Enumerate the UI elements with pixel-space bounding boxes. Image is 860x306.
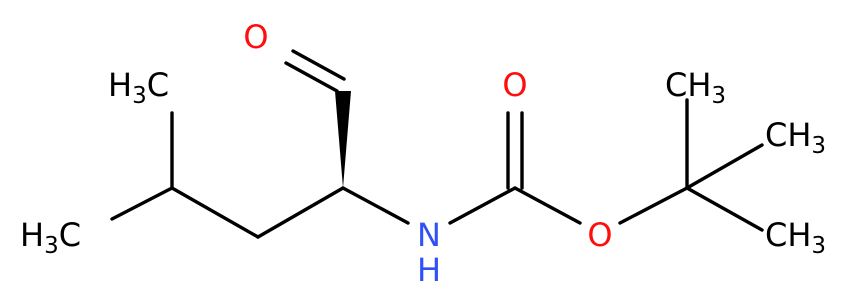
bond-quat-c-to-methyl-mid xyxy=(685,143,764,190)
methyl-tbu-top-label: CH3 xyxy=(665,66,726,109)
bond-ester-o-to-quat-c xyxy=(618,186,689,225)
methyl-tbu-mid-h: H xyxy=(787,116,811,154)
amine-hydrogen-label: H xyxy=(417,251,441,289)
amine-nitrogen-label: N xyxy=(417,216,441,254)
methyl-tbu-bottom-label: CH3 xyxy=(765,216,826,259)
methyl-tbu-top-c: C xyxy=(665,66,687,104)
methyl-left-bottom-count: 3 xyxy=(44,233,59,259)
methyl-left-top-c: C xyxy=(147,66,169,104)
bond-carbonyl-c-to-ester-o xyxy=(513,186,582,225)
methyl-left-bottom-c: C xyxy=(59,216,81,254)
methyl-tbu-mid-count: 3 xyxy=(811,133,826,159)
bond-alpha-c-to-n xyxy=(341,186,410,225)
methyl-tbu-bottom-h: H xyxy=(787,216,811,254)
methyl-left-top-h: H xyxy=(108,66,132,104)
bond-quat-c-to-methyl-bottom xyxy=(685,186,764,232)
methyl-tbu-bottom-count: 3 xyxy=(811,233,826,259)
methyl-tbu-mid-c: C xyxy=(765,116,787,154)
solid-wedge-bond-icon xyxy=(335,91,351,188)
bond-ch-to-ch2 xyxy=(170,186,260,239)
methyl-left-top-label: H3C xyxy=(108,66,169,109)
methyl-left-top-count: 3 xyxy=(132,83,147,109)
methyl-tbu-top-h: H xyxy=(687,66,711,104)
bond-aldehyde-double-1 xyxy=(284,61,339,93)
bond-aldehyde-double-2 xyxy=(291,49,346,81)
methyl-left-bottom-h: H xyxy=(20,216,44,254)
ester-oxygen-label: O xyxy=(587,216,612,254)
methyl-tbu-bottom-c: C xyxy=(765,216,787,254)
methyl-tbu-top-count: 3 xyxy=(711,83,726,109)
atom-labels: O O O N H H3C H3C CH3 CH3 CH3 xyxy=(20,18,826,289)
bond-ch2-to-alpha-c xyxy=(256,186,345,239)
carbonyl-oxygen-label: O xyxy=(502,66,527,104)
aldehyde-oxygen-label: O xyxy=(243,18,268,56)
bond-n-to-carbonyl-c xyxy=(448,186,517,225)
methyl-left-bottom-label: H3C xyxy=(20,216,81,259)
bond-layer xyxy=(110,49,764,239)
methyl-tbu-mid-label: CH3 xyxy=(765,116,826,159)
bond-ch-to-methyl-bottom xyxy=(110,186,174,221)
